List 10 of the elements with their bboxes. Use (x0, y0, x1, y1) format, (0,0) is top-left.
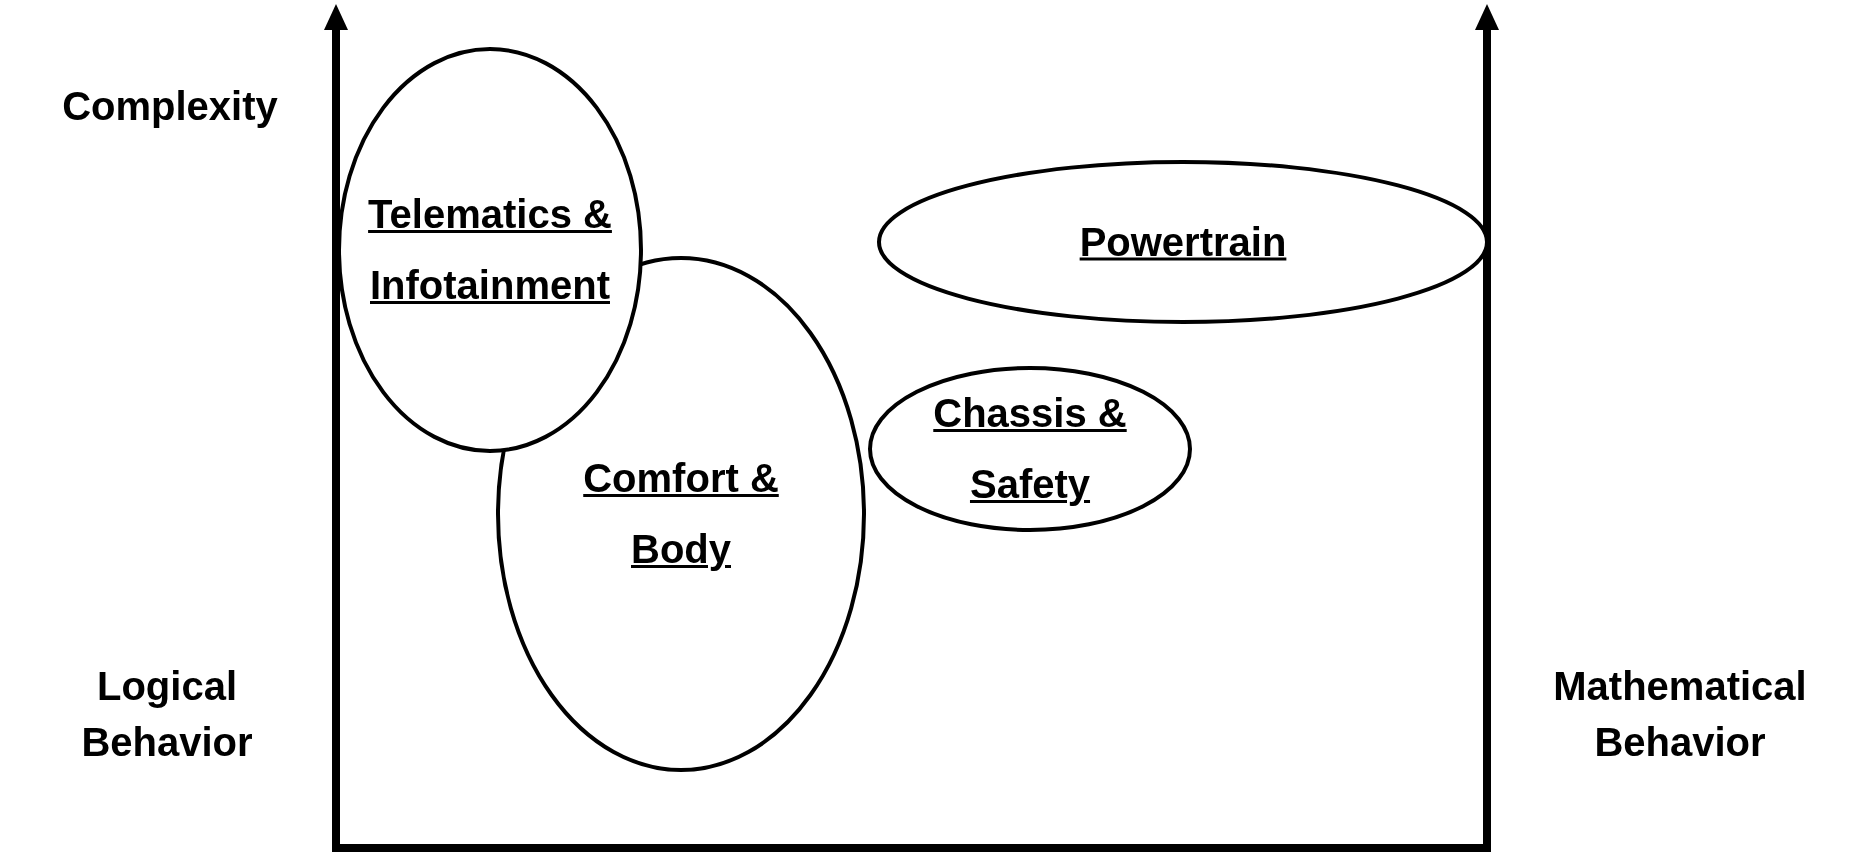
axis-label: Complexity (61, 83, 279, 130)
ellipse-node (879, 162, 1487, 322)
ellipse-node (870, 368, 1190, 530)
axis-end-label: Logical Behavior (80, 663, 254, 766)
region-label: Comfort & Body (582, 455, 780, 573)
region-label: Telematics & Infotainment (367, 191, 613, 309)
axis-end-label: Mathematical Behavior (1552, 663, 1808, 766)
region-label: Powertrain (1079, 218, 1287, 266)
ellipse-node (339, 49, 641, 451)
region-label: Chassis & Safety (932, 390, 1128, 508)
